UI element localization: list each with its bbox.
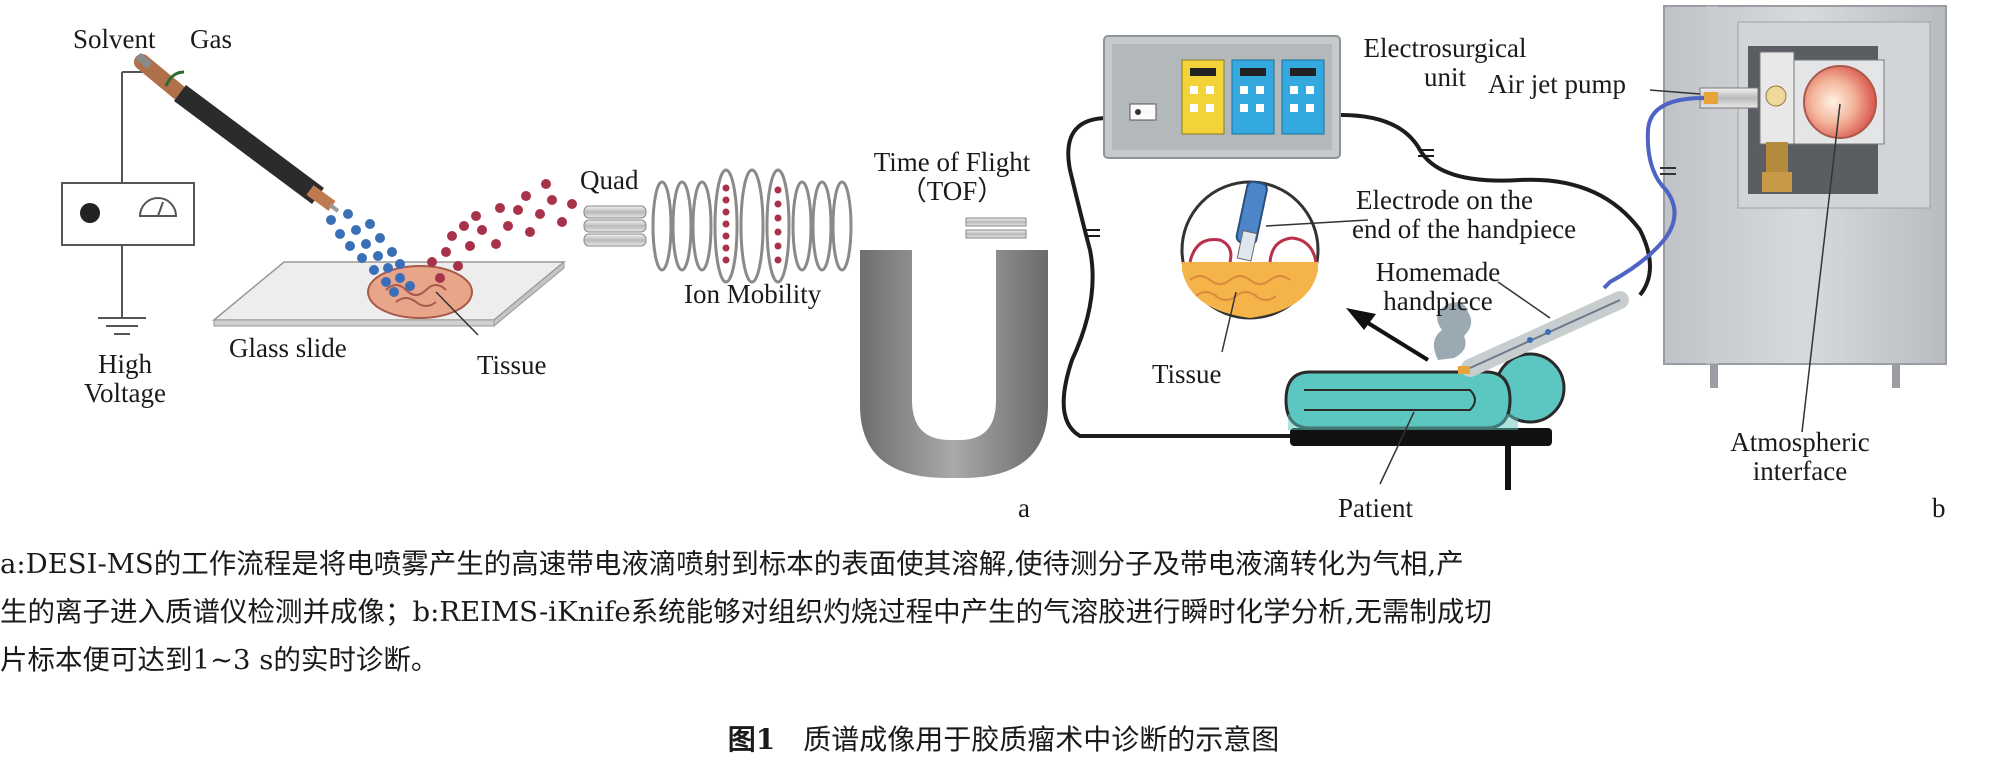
ion-packets (722, 184, 782, 264)
mass-spectrometer-cabinet (1663, 5, 1947, 388)
schematic-drawing (61, 0, 2007, 512)
label-tissue-a: Tissue (477, 350, 547, 380)
electrosurgical-unit-icon (1103, 35, 1341, 159)
label-solvent: Solvent (73, 24, 156, 54)
label-homemade-line1: Homemade (1375, 257, 1501, 287)
panel-marker-a: a (1018, 493, 1030, 523)
quadrupole-icon (583, 205, 647, 247)
panel-b (1056, 0, 2007, 512)
label-homemade-line2: handpiece (1383, 286, 1493, 316)
spray-needle-icon (134, 52, 340, 213)
tof-flight-tube (860, 250, 1048, 478)
caption-line-3: 片标本便可达到1~3 s的实时诊断。 (0, 644, 439, 676)
schematic-figure: Solvent Gas High Voltage Glass slide Tis… (61, 0, 2007, 523)
figure-caption: a:DESI-MS的工作流程是将电喷雾产生的高速带电液滴喷射到标本的表面使其溶解… (0, 540, 2007, 684)
figure-title-text: 质谱成像用于胶质瘤术中诊断的示意图 (803, 723, 1280, 756)
label-tof: Time of Flight （TOF） (852, 148, 1052, 206)
tissue-sample-icon (367, 265, 473, 319)
label-electrosurgical-unit: Electrosurgical unit (1340, 34, 1550, 92)
label-electrode-line1: Electrode on the (1356, 185, 1533, 215)
power-supply-icon (61, 182, 195, 246)
figure-number: 图1 (727, 723, 776, 756)
caption-line-2: 生的离子进入质谱仪检测并成像；b:REIMS-iKnife系统能够对组织灼烧过程… (0, 596, 1492, 628)
figure-title: 图1 质谱成像用于胶质瘤术中诊断的示意图 (0, 722, 2007, 758)
label-atmospheric-line1: Atmospheric (1730, 427, 1870, 457)
label-tissue-b: Tissue (1152, 359, 1222, 389)
label-patient: Patient (1338, 493, 1413, 523)
tof-detector-icon (965, 217, 1027, 239)
label-electrosurgical-line1: Electrosurgical (1363, 33, 1527, 63)
caption-line-1: a:DESI-MS的工作流程是将电喷雾产生的高速带电液滴喷射到标本的表面使其溶解… (0, 548, 1464, 580)
vapour-tube (1602, 96, 1705, 290)
panel-a (61, 52, 1048, 478)
charged-droplets-blue (326, 209, 415, 297)
label-high-voltage-line1: High (98, 349, 152, 379)
direction-arrow-icon (1346, 308, 1430, 362)
label-high-voltage: High Voltage (70, 350, 180, 408)
label-atmospheric-interface: Atmospheric interface (1700, 428, 1900, 486)
label-electrode: Electrode on the end of the handpiece (1352, 186, 1632, 244)
charged-droplets-red (427, 179, 577, 283)
label-high-voltage-line2: Voltage (84, 378, 166, 408)
label-glass-slide: Glass slide (229, 333, 347, 363)
panel-marker-b: b (1932, 493, 1946, 523)
label-gas: Gas (190, 24, 232, 54)
label-ion-mobility: Ion Mobility (684, 279, 822, 309)
zoom-inset-icon (1180, 180, 1320, 320)
handpiece-icon (1433, 291, 1629, 377)
label-air-jet-pump: Air jet pump (1488, 69, 1626, 99)
label-quad: Quad (580, 165, 639, 195)
label-electrosurgical-line2: unit (1423, 62, 1466, 92)
label-tof-line1: Time of Flight (873, 147, 1031, 177)
label-homemade-handpiece: Homemade handpiece (1348, 258, 1528, 316)
leader-lines (1221, 89, 1841, 485)
patient-icon (1284, 352, 1566, 490)
label-electrode-line2: end of the handpiece (1352, 214, 1577, 244)
label-atmospheric-line2: interface (1752, 456, 1848, 486)
ion-mobility-rings (651, 168, 853, 284)
label-tof-line2: （TOF） (899, 176, 1005, 206)
cables (1061, 112, 1652, 438)
high-voltage-circuit (98, 71, 148, 335)
